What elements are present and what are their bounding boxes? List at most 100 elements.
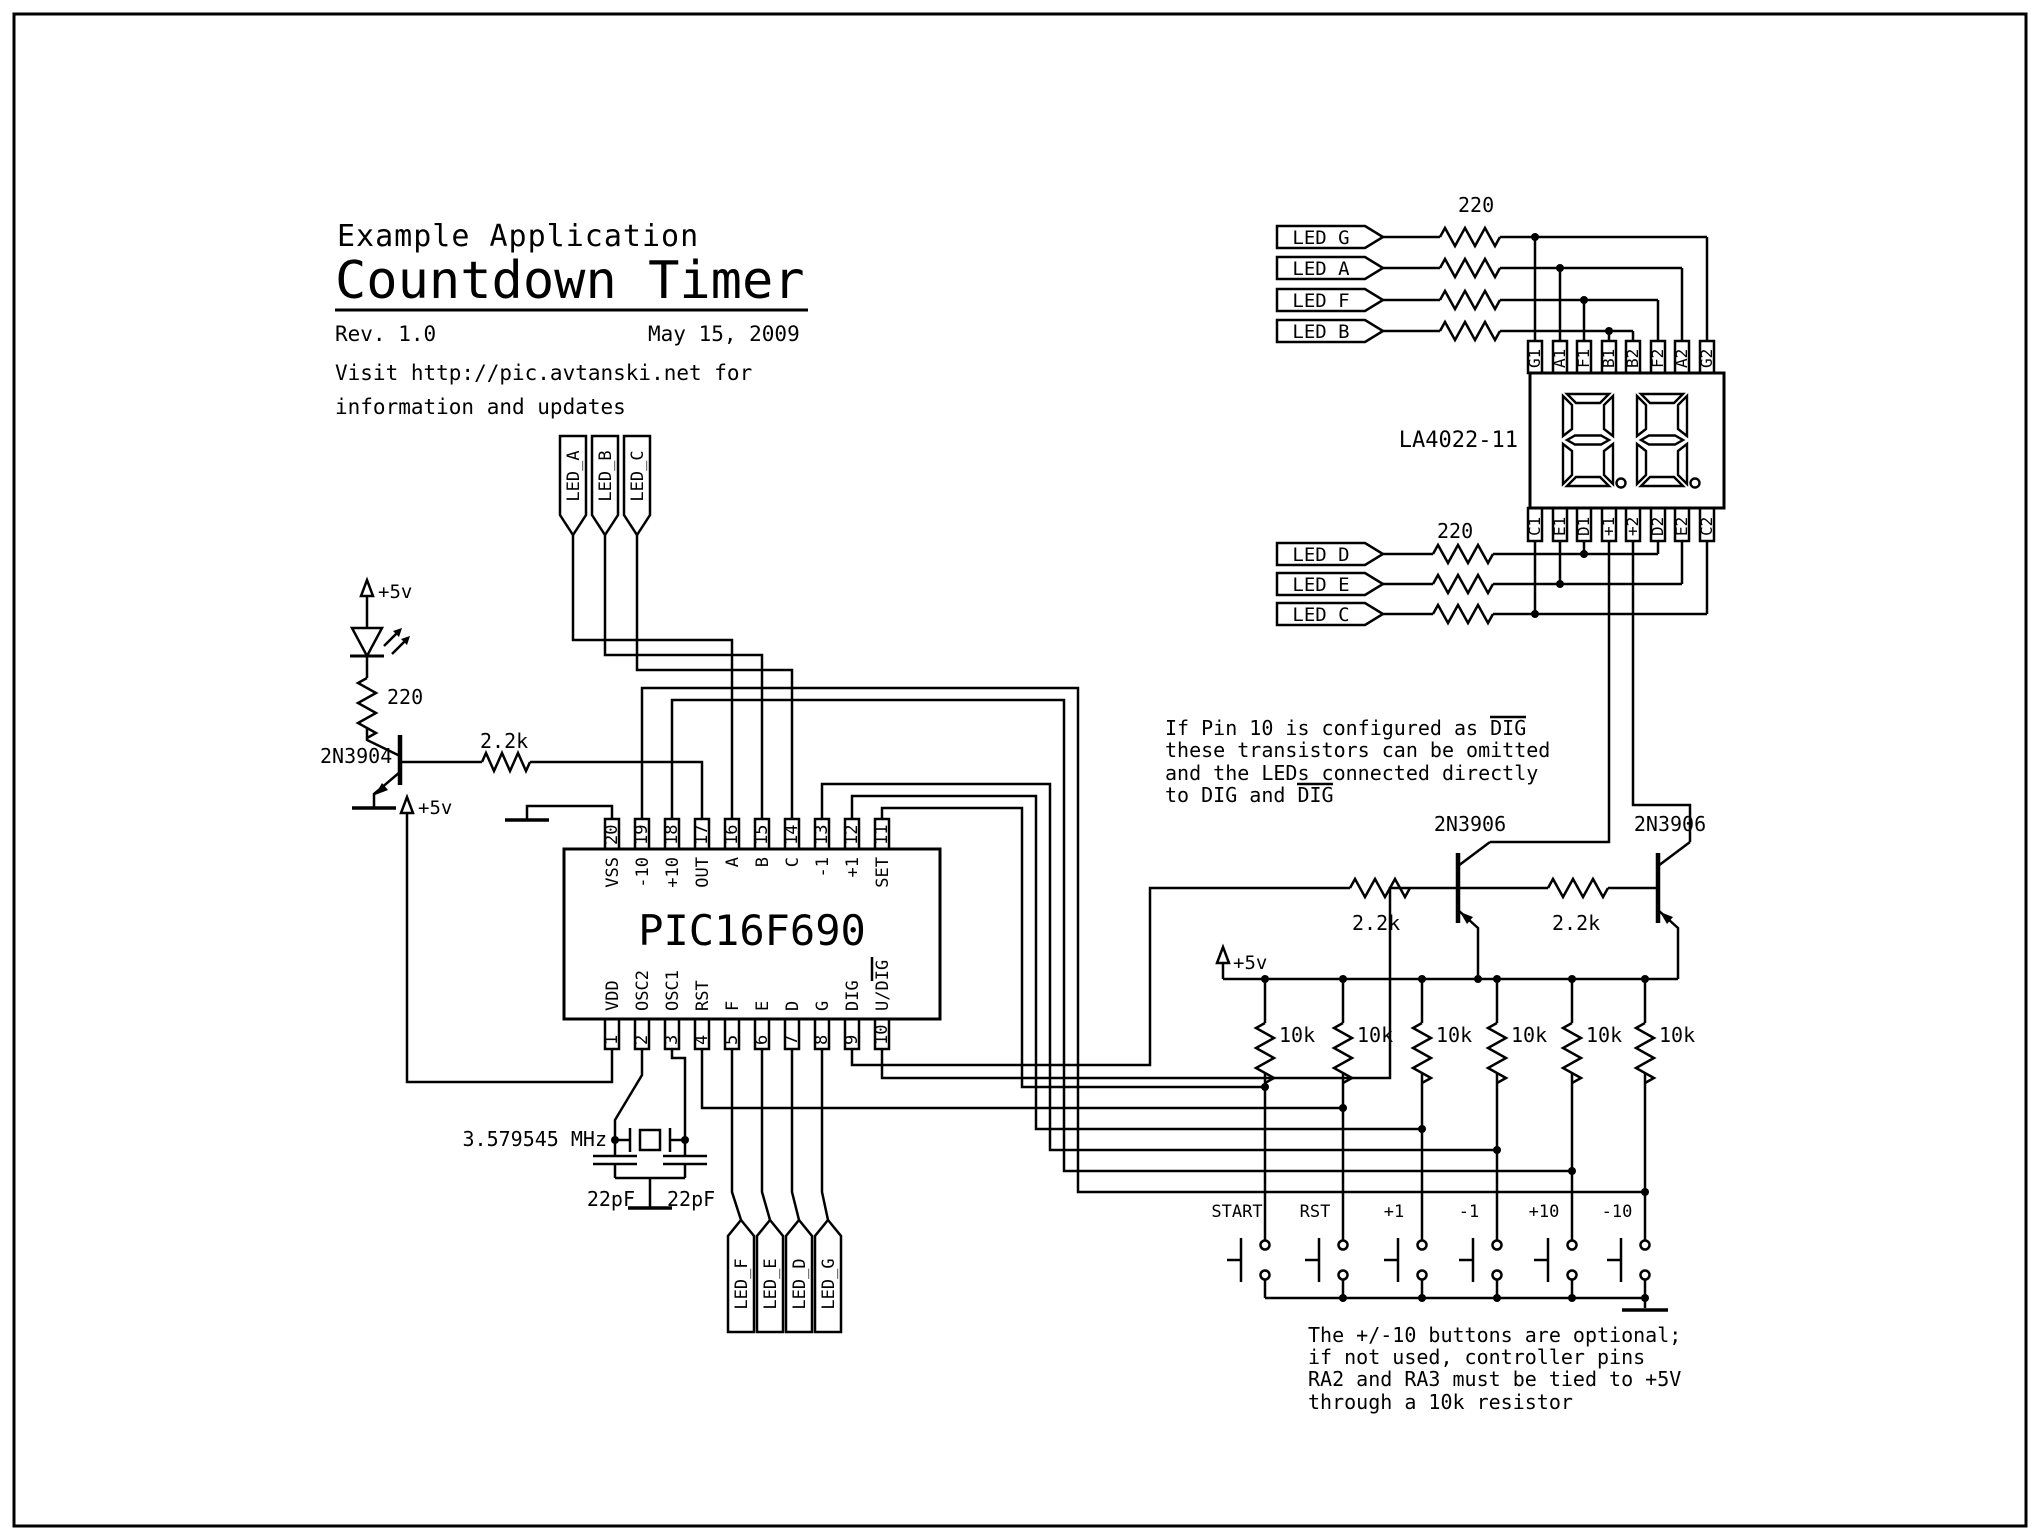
disp-pin-f2: F2	[1648, 349, 1667, 368]
ic-bottom-pin-stubs	[603, 1017, 891, 1051]
ic-pin-label-vss: VSS	[603, 857, 623, 888]
pnp-emitter-arrow	[1460, 912, 1473, 924]
npn-emitter-arrow	[375, 783, 388, 795]
cap-left-value: 22pF	[587, 1187, 635, 1211]
ic-pin-label-out: OUT	[693, 857, 713, 888]
ic-pin-label-g: G	[813, 1001, 833, 1011]
optional-buttons-note: The +/-10 buttons are optional; if not u…	[1308, 1323, 1681, 1414]
note-line-2: these transistors can be omitted	[1165, 738, 1550, 762]
r10k-value: 10k	[1357, 1023, 1393, 1047]
flag-led-c: LED_C	[628, 450, 648, 501]
flag-led-a: LED_A	[564, 450, 584, 501]
disp-pin-g2: G2	[1697, 349, 1716, 368]
pullups-and-buttons: +5v 10k 10k 10k 10k 10k 10k START RST +1…	[1211, 943, 1695, 1312]
crystal-body	[638, 1128, 662, 1152]
resistor-220-value: 220	[387, 685, 423, 709]
button-label-minus10: -10	[1602, 1202, 1633, 1222]
flag-led-b: LED_B	[596, 450, 616, 501]
flag-led-c: LED_C	[1292, 604, 1349, 626]
disp-pin-a1: A1	[1550, 349, 1569, 368]
ic-pin-label-p10: +10	[663, 857, 683, 888]
ic-pin-num-9: 9	[842, 1035, 862, 1045]
note-line-3: and the LEDs connected directly	[1165, 761, 1538, 785]
ic-pin-num-3: 3	[662, 1035, 682, 1045]
disp-pin-a2: A2	[1672, 349, 1691, 368]
info-line-2: information and updates	[335, 395, 626, 419]
ic-pin-label-f: F	[723, 1001, 743, 1011]
segment-flags-mid-right: 220 LED_D LED_E LED_C	[1275, 519, 1709, 844]
pnp-emitter-arrow	[1660, 912, 1673, 924]
note-line-2: if not used, controller pins	[1308, 1345, 1645, 1369]
note-line-4: through a 10k resistor	[1308, 1390, 1573, 1414]
vcc-label: +5v	[418, 797, 452, 819]
flag-led-b: LED_B	[1292, 321, 1349, 343]
flag-led-g: LED_G	[1292, 227, 1349, 249]
pin10-note: If Pin 10 is configured as DIG these tra…	[1165, 715, 1550, 807]
ic-pin-label-rst: RST	[693, 980, 713, 1011]
led-icon	[349, 626, 385, 659]
note-line-3: RA2 and RA3 must be tied to +5V	[1308, 1367, 1681, 1391]
ic-pin-num-8: 8	[812, 1035, 832, 1045]
ic-pin-label-osc1: OSC1	[663, 970, 683, 1011]
ic-pin-label-udig: U/DIG	[873, 960, 893, 1011]
vcc-label: +5v	[378, 581, 412, 603]
doc-title: Countdown Timer	[335, 251, 805, 311]
dig-overlines	[1297, 715, 1526, 786]
segment-flags-top-right: 220 LED_G LED_A LED_F LED_B	[1275, 193, 1709, 344]
button-label-start: START	[1211, 1202, 1262, 1222]
disp-pin-b1: B1	[1599, 349, 1618, 368]
resistor-220-value: 220	[1458, 193, 1494, 217]
ic-pin-num-5: 5	[722, 1035, 742, 1045]
ic-pin-num-16: 16	[722, 825, 742, 845]
ic-top-pin-stubs	[603, 817, 891, 851]
display-top-pin-stubs	[1526, 339, 1716, 375]
ic-pin-num-12: 12	[842, 825, 862, 845]
ic-pin-num-20: 20	[602, 825, 622, 845]
ic-pin-num-11: 11	[872, 825, 892, 845]
disp-pin-b2: B2	[1623, 349, 1642, 368]
r10k-value: 10k	[1511, 1023, 1547, 1047]
cap-right-value: 22pF	[667, 1187, 715, 1211]
crystal-oscillator: 3.579545 MHz 22pF 22pF	[463, 1049, 715, 1211]
ic-pin-num-7: 7	[782, 1035, 802, 1045]
date: May 15, 2009	[648, 322, 800, 346]
ic-pin-label-m10: -10	[633, 857, 653, 888]
note-line-4: to DIG and DIG	[1165, 783, 1334, 807]
disp-pin-p1: +1	[1599, 517, 1618, 536]
disp-pin-e2: E2	[1672, 517, 1691, 536]
ic-power: +5v	[399, 793, 614, 1084]
disp-pin-e1: E1	[1550, 517, 1569, 536]
ic-pin-num-15: 15	[752, 825, 772, 845]
doc-subtitle: Example Application	[337, 219, 699, 254]
segment-flags-above-ic: LED_A LED_B LED_C	[558, 434, 794, 819]
ic-pin-num-14: 14	[782, 825, 802, 845]
button-actuators	[1227, 1238, 1623, 1282]
flag-led-a: LED_A	[1292, 258, 1350, 280]
ic-pin-num-4: 4	[692, 1035, 712, 1045]
disp-pin-d2: D2	[1648, 517, 1667, 536]
pnp-base-bars	[1455, 853, 1661, 923]
disp-pin-d1: D1	[1574, 517, 1593, 536]
ic-pin-num-10: 10	[872, 1025, 892, 1045]
ic-pin-num-6: 6	[752, 1035, 772, 1045]
junction-dots	[611, 233, 1649, 1302]
ic-pin-num-13: 13	[812, 825, 832, 845]
resistors-220	[1431, 542, 1495, 626]
button-label-plus1: +1	[1384, 1202, 1404, 1222]
flag-led-e: LED_E	[761, 1258, 781, 1309]
vcc-arrow-icon	[1215, 943, 1231, 965]
flag-led-f: LED_F	[1292, 290, 1349, 312]
disp-pin-g1: G1	[1525, 349, 1544, 368]
resistors-220	[1438, 225, 1502, 343]
r10k-value: 10k	[1659, 1023, 1695, 1047]
button-label-minus1: -1	[1459, 1202, 1479, 1222]
flag-led-d: LED_D	[790, 1258, 810, 1309]
ic-pin-label-e: E	[753, 1001, 773, 1011]
flag-led-f: LED_F	[732, 1258, 752, 1309]
button-label-rst: RST	[1300, 1202, 1331, 1222]
digit-driver-transistors: 2N3906 2N3906 2.2k 2.2k	[850, 812, 1706, 1080]
disp-pin-c2: C2	[1697, 517, 1716, 536]
resistor-220-vertical	[355, 676, 379, 740]
pnp-label-2: 2N3906	[1634, 812, 1706, 836]
